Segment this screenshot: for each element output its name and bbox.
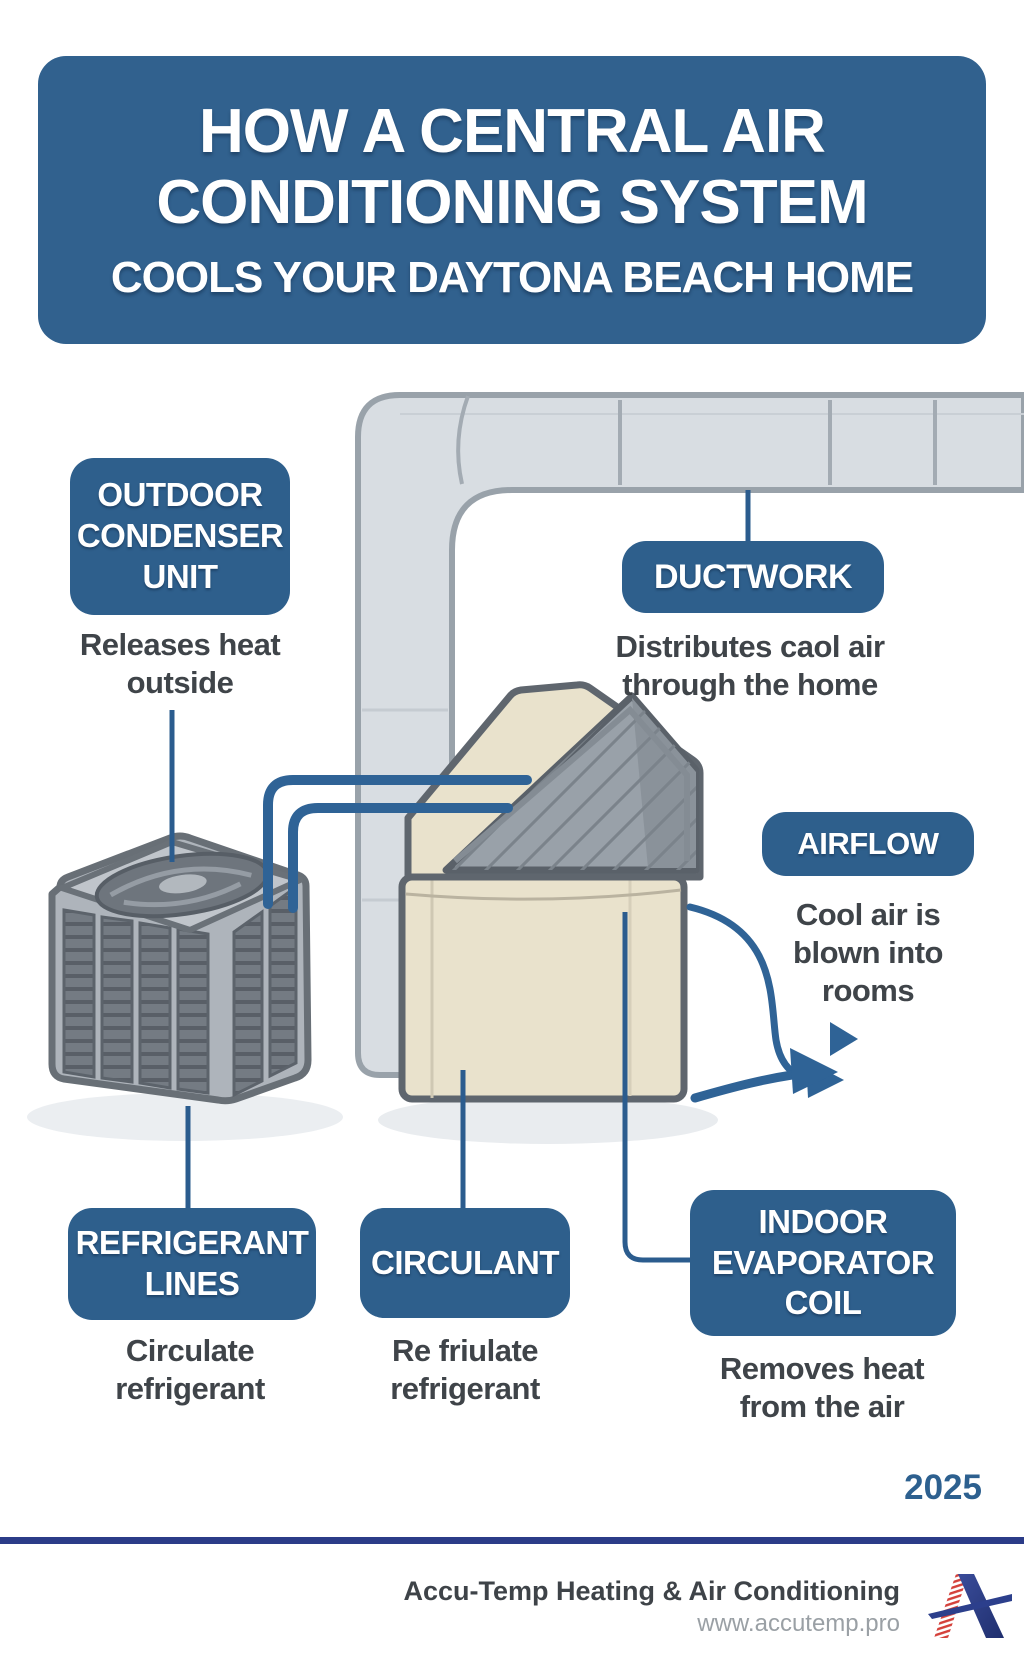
title-banner: HOW A CENTRAL AIR CONDITIONING SYSTEM CO… [38, 56, 986, 344]
condenser-fan-icon [94, 851, 270, 919]
label-ductwork: DUCTWORK [622, 541, 884, 613]
refrigerant-lines-graphic [263, 775, 532, 913]
label-circulant: CIRCULANT [360, 1208, 570, 1318]
desc-outdoor-condenser-unit: Releases heat outside [79, 627, 281, 700]
label-airflow: AIRFLOW [762, 812, 974, 876]
air-handler-graphic [398, 681, 704, 1103]
desc-refrigerant-lines: Circulate refrigerant [115, 1333, 265, 1406]
airflow-arrows-graphic [686, 903, 858, 1103]
ac-system-illustration [27, 392, 1024, 1263]
website-url: www.accutemp.pro [697, 1610, 900, 1637]
footer-divider [0, 1537, 1024, 1544]
connector-evaporator [622, 912, 692, 1263]
desc-ductwork: Distributes caol air through the home [615, 629, 885, 702]
subtitle: COOLS YOUR DAYTONA BEACH HOME [110, 252, 914, 302]
accutemp-logo-icon [928, 1574, 1012, 1638]
arrowhead-icon [790, 1048, 838, 1094]
label-refrigerant-lines: REFRIGERANT LINES [68, 1208, 316, 1320]
outdoor-condenser-graphic [48, 832, 312, 1105]
label-outdoor-condenser-unit: OUTDOOR CONDENSER UNIT [70, 458, 290, 615]
company-name: Accu-Temp Heating & Air Conditioning [403, 1576, 900, 1606]
connector-lines [169, 490, 751, 1263]
label-indoor-evaporator-coil: INDOOR EVAPORATOR COIL [690, 1190, 956, 1336]
desc-airflow: Cool air is blown into rooms [793, 897, 943, 1008]
year-label: 2025 [904, 1468, 982, 1507]
arrowhead-icon [830, 1022, 858, 1056]
desc-circulant: Re friulate refrigerant [390, 1333, 540, 1406]
main-title: HOW A CENTRAL AIR CONDITIONING SYSTEM [156, 97, 868, 237]
desc-indoor-evaporator-coil: Removes heat from the air [719, 1351, 925, 1424]
